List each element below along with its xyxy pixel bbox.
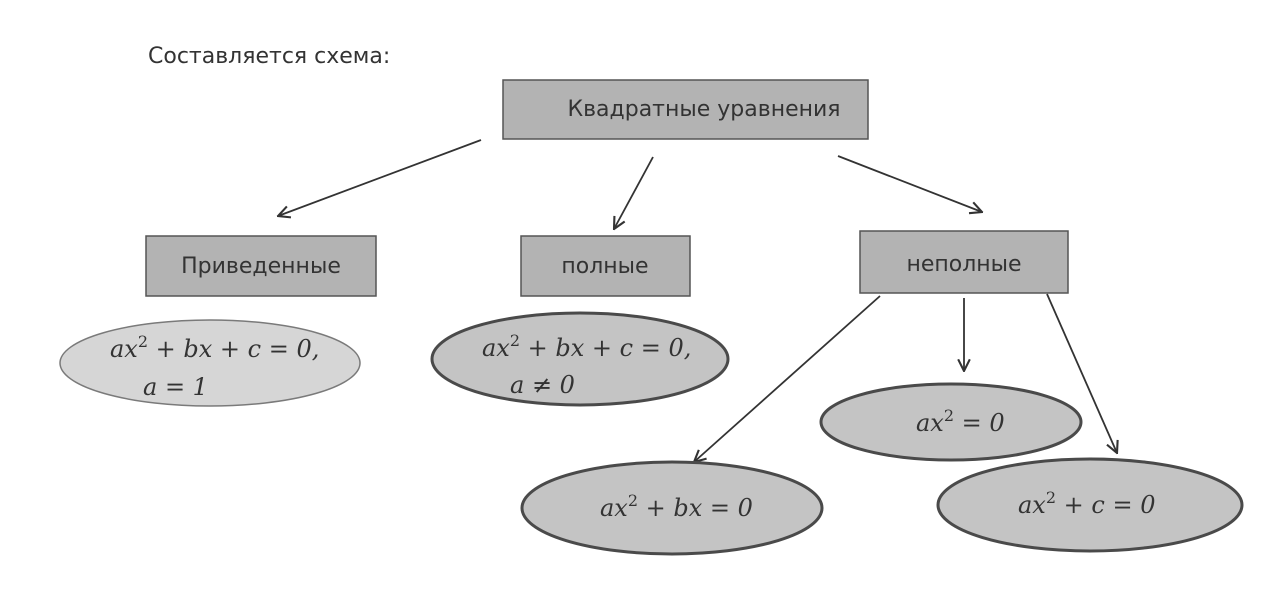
category-incomplete-label: неполные [906, 252, 1021, 277]
arrow-incomplete-to-no-b [1046, 293, 1117, 453]
formula-reduced-line1: ax2 + bx + c = 0, [110, 332, 319, 363]
formula-reduced: ax2 + bx + c = 0, a = 1 [59, 319, 361, 407]
arrow-root-to-incomplete [837, 155, 982, 212]
formula-no-b: ax2 + c = 0 [936, 457, 1244, 553]
category-reduced-label: Приведенные [181, 254, 341, 279]
arrow-root-to-complete [614, 156, 654, 229]
formula-only-a-text: ax2 = 0 [916, 406, 1005, 437]
formula-complete-line2: a ≠ 0 [510, 371, 575, 399]
category-complete-label: полные [561, 254, 648, 279]
formula-only-a: ax2 = 0 [819, 382, 1083, 462]
root-label: Квадратные уравнения [567, 97, 840, 122]
intro-text: Составляется схема: [148, 44, 391, 69]
formula-complete: ax2 + bx + c = 0, a ≠ 0 [430, 311, 730, 407]
arrow-root-to-reduced [278, 139, 482, 216]
category-reduced: Приведенные [145, 235, 377, 297]
category-incomplete: неполные [859, 230, 1069, 294]
category-complete: полные [520, 235, 691, 297]
root-node: Квадратные уравнения [502, 79, 869, 140]
formula-complete-line1: ax2 + bx + c = 0, [482, 331, 691, 362]
formula-reduced-line2: a = 1 [143, 373, 208, 401]
formula-no-b-text: ax2 + c = 0 [1018, 488, 1155, 519]
formula-no-c: ax2 + bx = 0 [520, 460, 824, 556]
formula-no-c-text: ax2 + bx = 0 [600, 491, 753, 522]
arrow-incomplete-to-no-c [694, 295, 881, 462]
